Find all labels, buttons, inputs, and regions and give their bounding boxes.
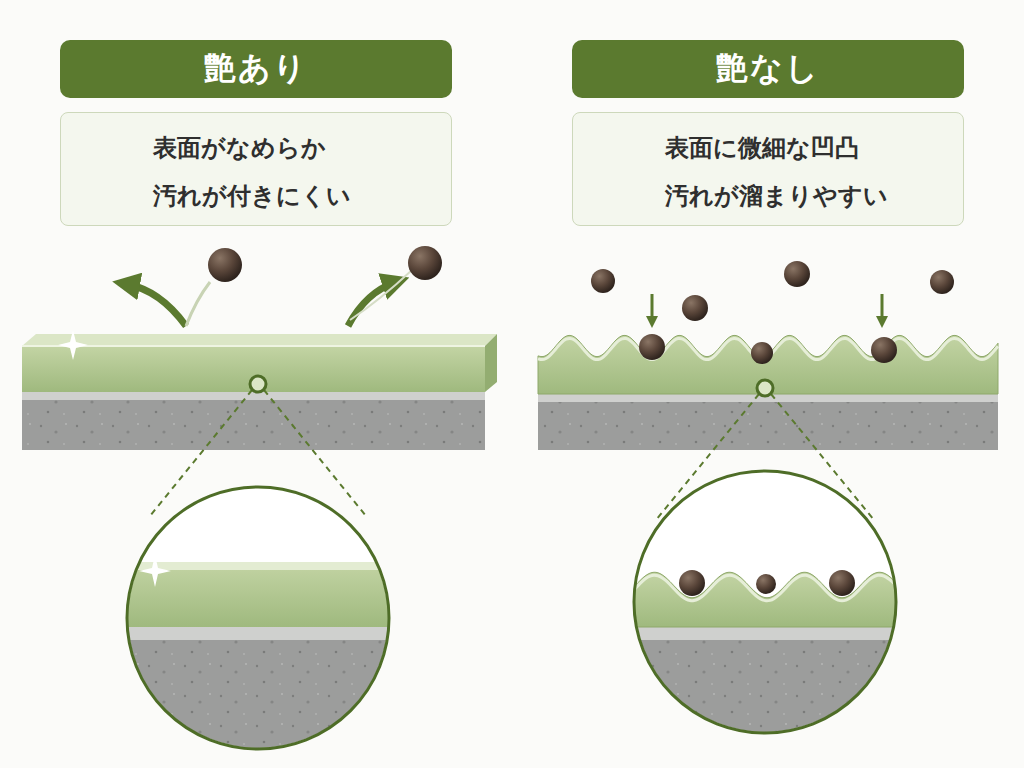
- checklist-box: 表面がなめらか汚れが付きにくい: [60, 112, 452, 226]
- zoom-right: [630, 380, 910, 750]
- matte-slab: [538, 335, 998, 450]
- header-label: 艶あり: [204, 47, 308, 91]
- header-label: 艶なし: [716, 47, 820, 91]
- check-item: 汚れが溜まりやすい: [665, 180, 888, 212]
- dirt-particles-right: [591, 261, 954, 364]
- check-item: 表面に微細な凹凸: [665, 132, 859, 164]
- check-item: 表面がなめらか: [153, 132, 326, 164]
- checklist-box: 表面に微細な凹凸汚れが溜まりやすい: [572, 112, 964, 226]
- header-bar: 艶なし: [572, 40, 964, 98]
- bounce-arrows: [126, 270, 412, 326]
- header-bar: 艶あり: [60, 40, 452, 98]
- dirt-particles-left: [208, 246, 442, 282]
- zoom-left: [120, 376, 400, 760]
- check-item: 汚れが付きにくい: [153, 180, 351, 212]
- fall-arrows: [652, 294, 882, 322]
- glossy-slab: [22, 330, 497, 450]
